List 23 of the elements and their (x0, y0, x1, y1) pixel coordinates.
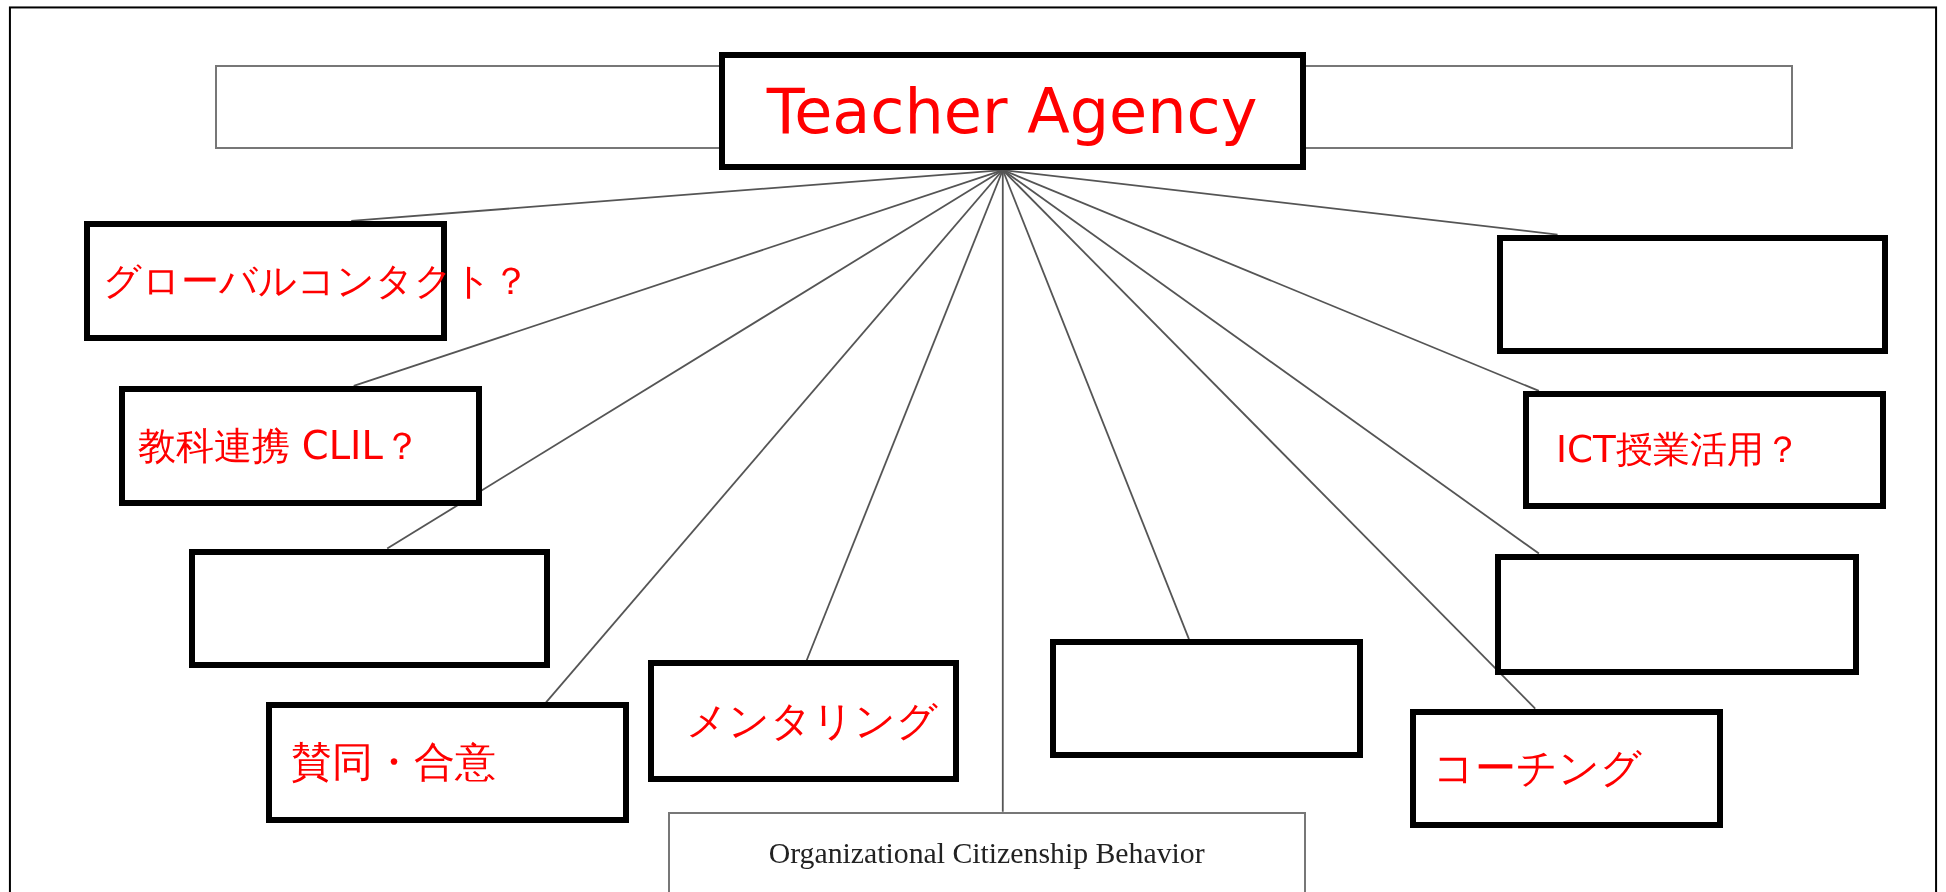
node-label: Teacher Agency (766, 74, 1258, 148)
title-box (718, 52, 1306, 170)
connector-line (545, 169, 1004, 704)
empty-box (1496, 234, 1888, 354)
node-label: 教科連携 CLIL？ (137, 421, 421, 470)
label-box (667, 811, 1306, 892)
empty-box (1049, 639, 1363, 759)
connector-line (1001, 169, 1004, 813)
connector-line (1001, 169, 1537, 710)
node-label: 賛同・合意 (291, 737, 497, 789)
node-label: コーチング (1433, 742, 1643, 794)
node-label: ICT授業活用？ (1556, 425, 1801, 473)
node-label: メンタリング (686, 695, 939, 747)
node-label: Organizational Citizenship Behavior (768, 836, 1205, 870)
label-box (1409, 708, 1723, 828)
empty-box (1495, 553, 1860, 676)
label-box (119, 385, 482, 507)
empty-box (188, 548, 550, 668)
label-box (265, 702, 630, 823)
label-box (1522, 390, 1887, 509)
connector-line (386, 169, 1004, 550)
connector-line (805, 169, 1004, 662)
label-box (647, 660, 960, 782)
